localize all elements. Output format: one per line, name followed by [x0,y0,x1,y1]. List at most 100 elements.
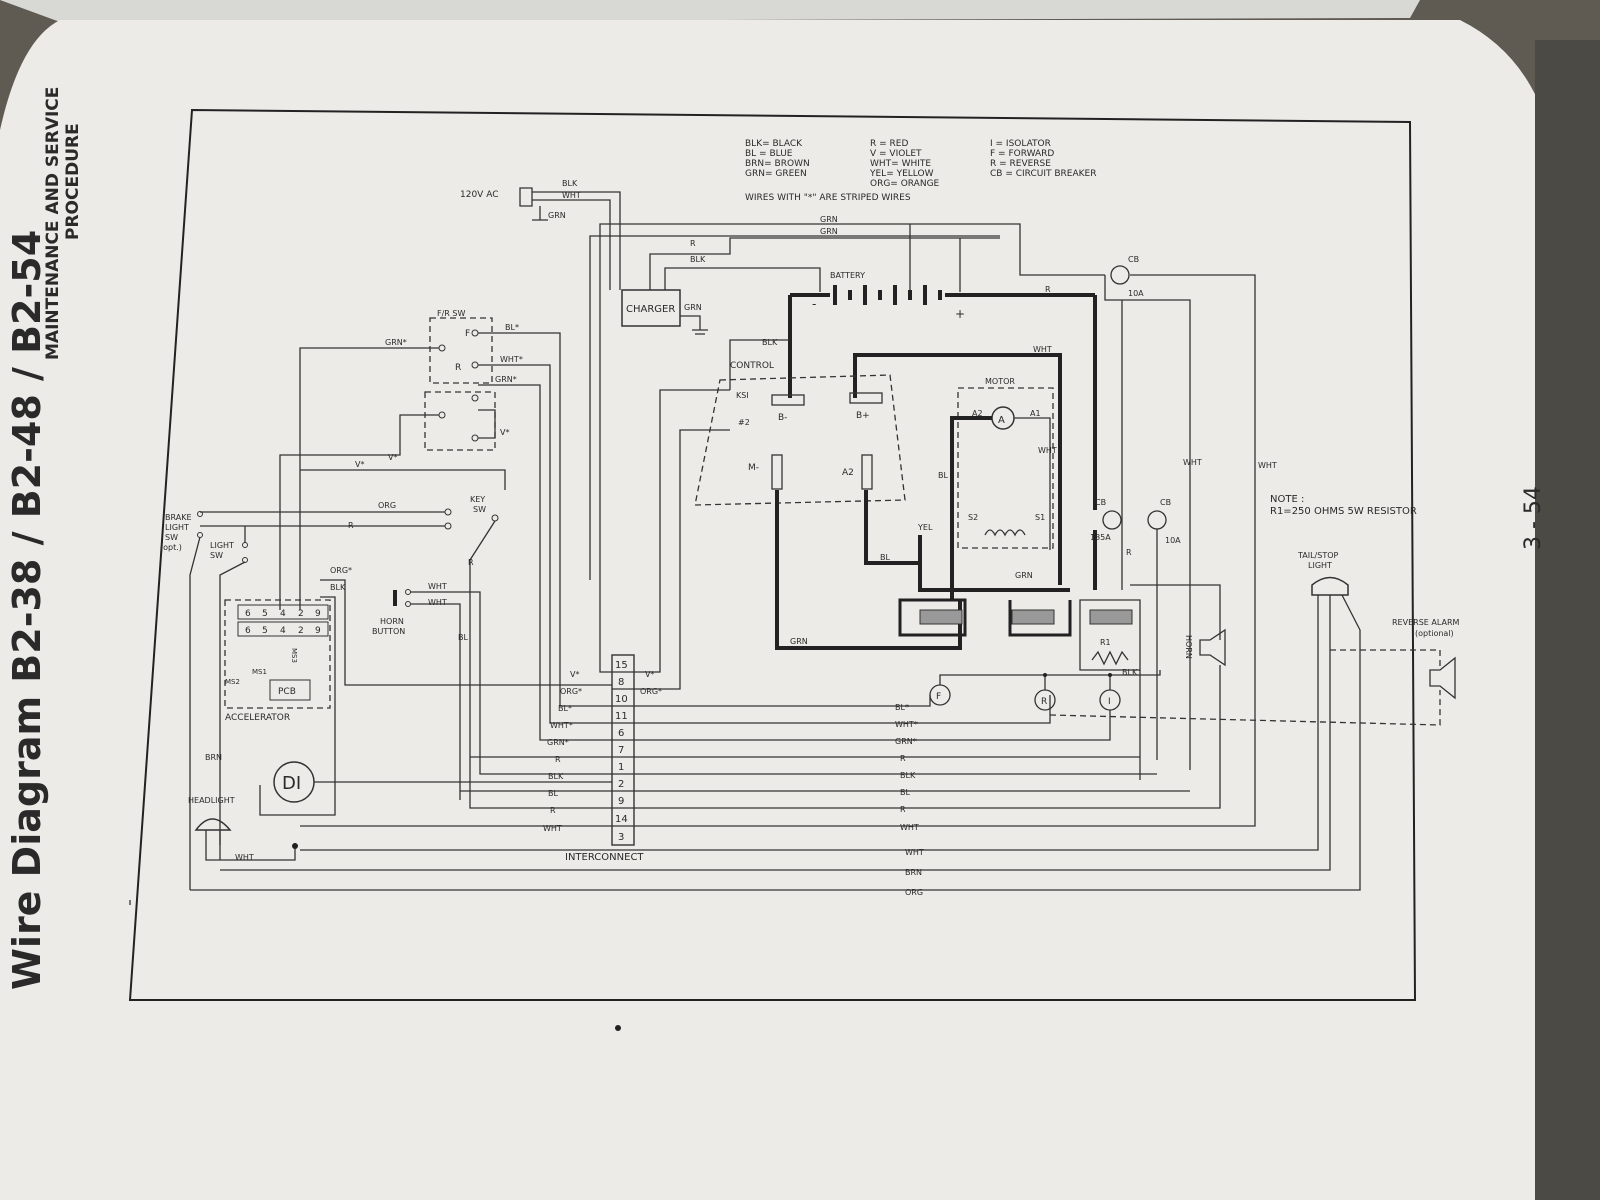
svg-text:MS3: MS3 [290,648,298,663]
svg-text:BL: BL [900,788,910,797]
svg-text:R: R [550,806,556,815]
svg-text:V*: V* [500,428,509,437]
svg-text:A2: A2 [972,409,983,418]
svg-text:MS2: MS2 [225,678,240,686]
svg-text:R: R [900,805,906,814]
svg-text:GRN: GRN [548,211,566,220]
brake-switch-contact [197,511,203,517]
svg-text:WHT: WHT [428,598,447,607]
svg-text:-: - [812,297,816,311]
svg-text:BLK: BLK [330,583,346,592]
svg-text:R1: R1 [1100,638,1111,647]
diagram-title: Wire Diagram B2-38 / B2-48 / B2-54 [5,230,49,990]
svg-text:BLK= BLACK: BLK= BLACK [745,139,803,149]
headlight-symbol [194,818,232,831]
svg-text:CB = CIRCUIT BREAKER: CB = CIRCUIT BREAKER [990,169,1096,179]
svg-text:WHT: WHT [562,191,581,200]
key-switch-label-2: SW [473,505,486,514]
svg-text:WHT: WHT [1033,345,1052,354]
b-plus-terminal [849,392,883,404]
svg-text:BL = BLUE: BL = BLUE [745,149,793,159]
page-number: 3 - 54 [1521,486,1546,550]
svg-text:BRN: BRN [905,868,922,877]
note-label: NOTE : [1270,494,1304,505]
brake-switch-label-2: LIGHT [165,523,189,532]
fr-switch-label: F/R SW [437,309,465,318]
svg-text:WHT*: WHT* [500,355,523,364]
svg-text:10A: 10A [1128,289,1144,298]
color-legend: BLK= BLACK BL = BLUE BRN= BROWN GRN= GRE… [745,139,1096,203]
side-heading-line1: MAINTENANCE AND SERVICE [43,87,63,360]
accelerator-box [224,599,331,709]
svg-text:BRN= BROWN: BRN= BROWN [745,159,810,169]
note-text: R1=250 OHMS 5W RESISTOR [1270,506,1417,517]
field-coil-symbol [984,529,1026,537]
svg-text:BL*: BL* [558,704,572,713]
svg-text:YEL= YELLOW: YEL= YELLOW [869,169,934,179]
ac-label: 120V AC [460,190,498,200]
svg-text:6: 6 [618,728,624,739]
interconnect-label: INTERCONNECT [565,852,644,863]
svg-text:YEL: YEL [917,523,933,532]
svg-text:GRN: GRN [790,637,808,646]
svg-text:10: 10 [615,694,628,705]
svg-text:5: 5 [262,626,268,636]
svg-text:5: 5 [262,609,268,619]
svg-text:I = ISOLATOR: I = ISOLATOR [990,139,1051,149]
svg-text:ORG: ORG [905,888,923,897]
svg-text:KSI: KSI [736,391,749,400]
svg-text:R: R [690,239,696,248]
svg-text:BLK: BLK [900,771,916,780]
svg-text:CB: CB [1128,255,1139,264]
pcb-box [269,679,311,701]
svg-text:R: R [455,363,461,373]
svg-text:CB: CB [1160,498,1171,507]
svg-text:ORG*: ORG* [330,566,352,575]
svg-text:GRN*: GRN* [495,375,517,384]
svg-text:A: A [998,415,1005,426]
svg-text:2: 2 [298,609,304,619]
svg-text:R: R [1126,548,1132,557]
svg-text:A2: A2 [842,468,854,478]
fr-switch-box [429,317,493,384]
svg-text:V*: V* [645,670,654,679]
motor-label: MOTOR [985,377,1015,386]
svg-text:R: R [555,755,561,764]
svg-text:2: 2 [298,626,304,636]
pcb-label: PCB [278,687,296,697]
circuit-breaker-135a [1102,510,1122,530]
svg-text:F: F [936,692,941,702]
a2-control-terminal [861,454,873,490]
svg-text:3: 3 [618,832,624,843]
light-switch-label-2: SW [210,551,223,560]
b-minus-terminal [771,394,805,406]
svg-text:BLK: BLK [762,338,778,347]
svg-text:WHT: WHT [428,582,447,591]
svg-text:#2: #2 [738,418,750,427]
m-minus-terminal [771,454,783,490]
reverse-alarm-label-2: (optional) [1415,629,1454,638]
svg-text:R = RED: R = RED [870,139,908,149]
svg-text:WHT: WHT [235,853,254,862]
svg-text:11: 11 [615,711,628,722]
svg-text:BRN: BRN [205,753,222,762]
tail-stop-light [1311,576,1349,596]
charger-box [621,289,681,327]
svg-text:WHT: WHT [1038,446,1057,455]
svg-text:V = VIOLET: V = VIOLET [870,149,922,159]
svg-text:6: 6 [245,609,251,619]
svg-text:ORG*: ORG* [560,687,582,696]
svg-text:GRN*: GRN* [547,738,569,747]
svg-text:WHT*: WHT* [895,720,918,729]
svg-text:WHT: WHT [1258,461,1277,470]
svg-text:2: 2 [618,779,624,790]
contactor-pad-3 [1089,609,1133,625]
svg-text:S2: S2 [968,513,978,522]
svg-text:R: R [468,558,474,567]
headlight-label: HEADLIGHT [188,796,235,805]
motor-box [957,387,1054,549]
svg-text:S1: S1 [1035,513,1045,522]
svg-text:V*: V* [355,460,364,469]
svg-text:BL: BL [880,553,890,562]
brake-switch-label-4: (opt.) [160,543,182,552]
